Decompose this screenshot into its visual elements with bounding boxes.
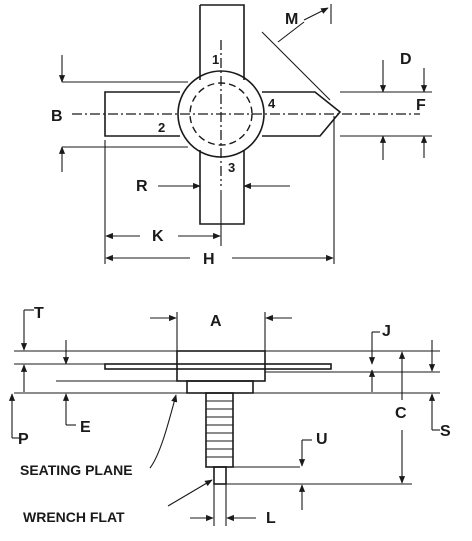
seating-plane-leader [149,394,178,469]
horizontal-lead-right [262,91,342,137]
pin-2-label: 2 [158,120,165,135]
dim-label-U: U [316,431,328,448]
side-lead-flat [104,363,332,370]
side-body-cap [176,350,266,382]
wrench-flat-leader [167,479,213,507]
dim-label-B: B [51,108,63,125]
dim-label-M: M [285,11,298,28]
dim-label-R: R [136,178,148,195]
dim-label-C: C [395,405,407,422]
M-leader [261,31,331,101]
dim-label-D: D [400,51,412,68]
wrench-flat-tip [213,466,227,485]
M-arc-pointer [277,21,305,43]
pin-4-label: 4 [268,96,276,111]
stud-threads [206,400,233,458]
dim-label-T: T [34,305,44,322]
wrench-flat-label: WRENCH FLAT [23,509,125,525]
dim-label-L: L [266,510,276,527]
pin-1-label: 1 [212,52,219,67]
dim-label-J: J [382,323,391,340]
dim-label-H: H [203,251,215,268]
threaded-stud [205,392,234,468]
pin-3-label: 3 [228,160,235,175]
dim-label-A: A [210,313,222,330]
side-view: A T P E J C S U [8,305,451,527]
side-flange [186,380,254,394]
dim-label-F: F [416,97,426,114]
dim-label-E: E [80,419,91,436]
top-view: 1 2 3 4 B D F M R K [51,4,432,268]
dim-label-K: K [152,228,164,245]
seating-plane-label: SEATING PLANE [20,462,133,478]
dim-label-P: P [18,431,29,448]
dim-label-S: S [440,423,451,440]
M-arrow [303,7,329,21]
